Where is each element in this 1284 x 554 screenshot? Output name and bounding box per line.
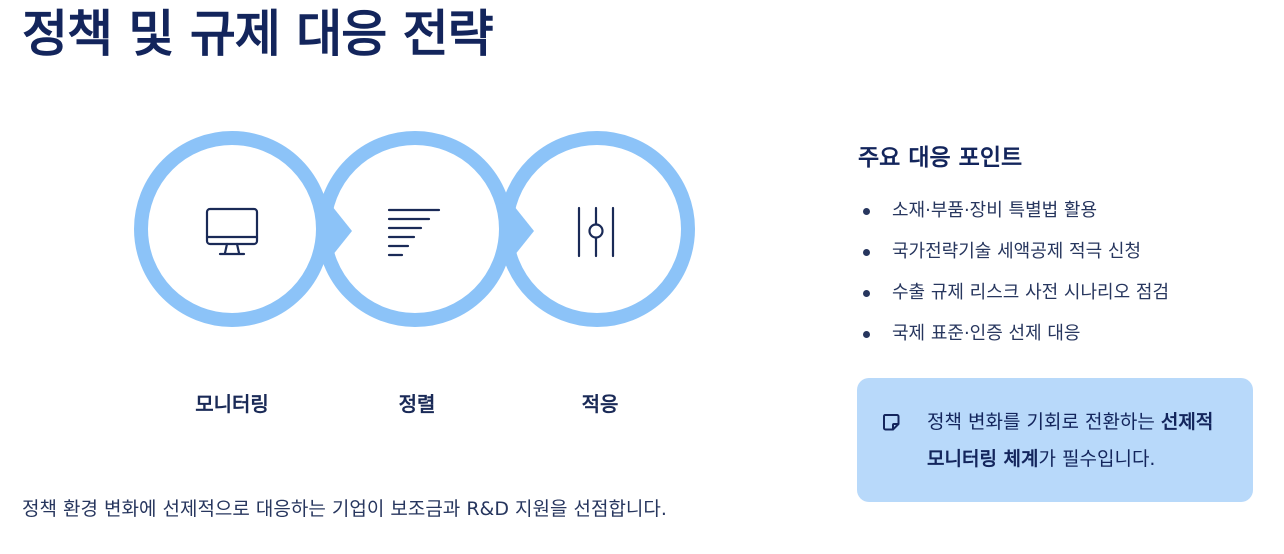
note-icon [883, 414, 900, 431]
list-item: 소재·부품·장비 특별법 활용 [860, 196, 1169, 237]
key-points-list: 소재·부품·장비 특별법 활용 국가전략기술 세액공제 적극 신청 수출 규제 … [860, 196, 1169, 360]
callout-text: 정책 변화를 기회로 전환하는 선제적 모니터링 체계가 필수입니다. [927, 411, 1214, 470]
bullet-dot [863, 249, 870, 256]
arrow-connector-2 [506, 196, 534, 266]
list-item: 국가전략기술 세액공제 적극 신청 [860, 237, 1169, 278]
step-label-align: 정렬 [398, 392, 436, 416]
list-item: 국제 표준·인증 선제 대응 [860, 319, 1169, 360]
arrow-connector-1 [324, 196, 352, 266]
step-ring-adapt [499, 131, 695, 327]
bullet-dot [863, 331, 870, 338]
monitor-icon [205, 207, 259, 256]
sliders-icon [577, 206, 615, 258]
step-label-adapt: 적응 [581, 392, 619, 416]
list-item: 수출 규제 리스크 사전 시나리오 점검 [860, 278, 1169, 319]
process-diagram [134, 131, 695, 327]
callout-box: 정책 변화를 기회로 전환하는 선제적 모니터링 체계가 필수입니다. [857, 378, 1253, 502]
bullet-dot [863, 208, 870, 215]
key-points-heading: 주요 대응 포인트 [858, 145, 1023, 171]
step-ring-monitoring [134, 131, 330, 327]
align-lines-icon [387, 208, 441, 257]
bullet-dot [863, 290, 870, 297]
footer-text: 정책 환경 변화에 선제적으로 대응하는 기업이 보조금과 R&D 지원을 선점… [22, 498, 667, 520]
page-title: 정책 및 규제 대응 전략 [22, 5, 494, 63]
step-label-monitoring: 모니터링 [195, 392, 269, 416]
